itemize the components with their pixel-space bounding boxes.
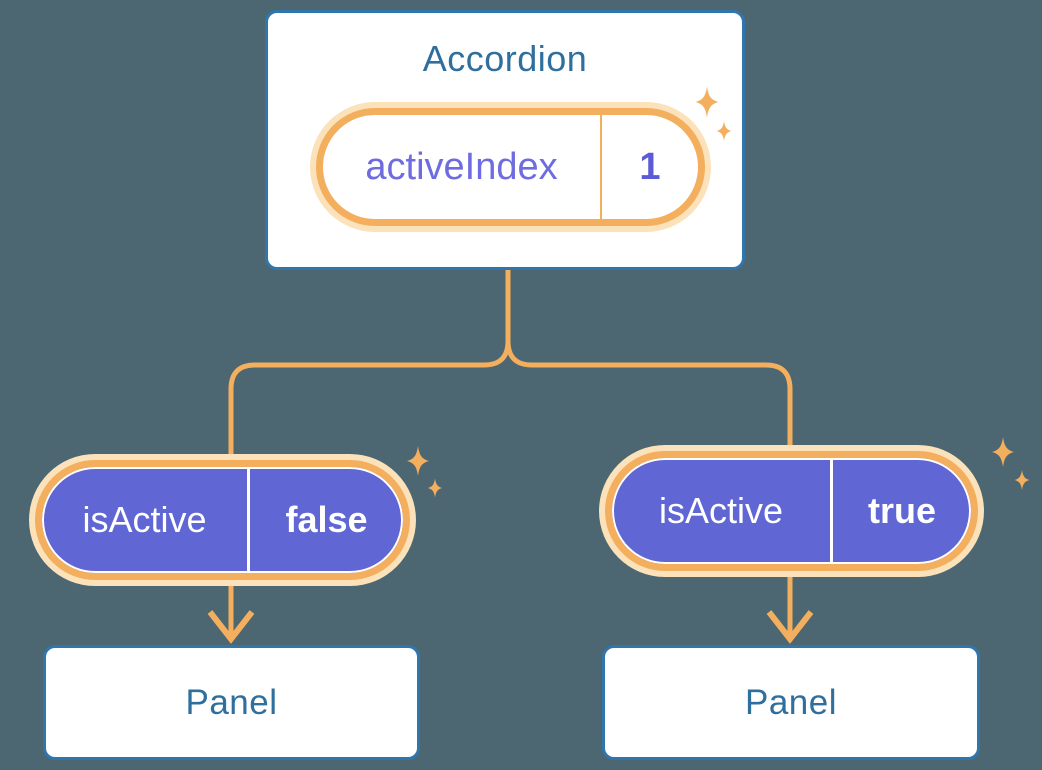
prop-value: true bbox=[867, 490, 936, 531]
connector-right-branch bbox=[505, 268, 793, 636]
sparkle-icon bbox=[695, 86, 719, 118]
pill-divider bbox=[247, 467, 250, 573]
accordion-title: Accordion bbox=[422, 38, 588, 79]
state-value: 1 bbox=[639, 145, 661, 188]
arrow-down-icon bbox=[207, 610, 255, 644]
sparkle-icon bbox=[1014, 470, 1030, 490]
state-pill: activeIndex 1 bbox=[316, 108, 705, 226]
prop-pill-isactive-left: isActive false bbox=[35, 460, 410, 580]
panel-component-card-left: Panel bbox=[43, 645, 420, 760]
prop-label: isActive bbox=[82, 499, 207, 540]
sparkle-icon bbox=[716, 121, 732, 141]
prop-value: false bbox=[285, 499, 368, 540]
sparkle-icon bbox=[407, 446, 429, 476]
panel-title: Panel bbox=[185, 682, 278, 722]
sparkle-icon bbox=[427, 478, 443, 498]
prop-label: isActive bbox=[658, 490, 784, 531]
state-label: activeIndex bbox=[365, 145, 558, 188]
panel-title: Panel bbox=[744, 682, 838, 722]
accordion-component-card: Accordion activeIndex 1 bbox=[265, 10, 745, 270]
arrow-down-icon bbox=[766, 610, 814, 644]
pill-divider bbox=[600, 115, 602, 219]
prop-pill-isactive-right: isActive true bbox=[605, 451, 978, 571]
sparkle-icon bbox=[992, 437, 1014, 467]
pill-divider bbox=[830, 458, 833, 564]
panel-component-card-right: Panel bbox=[602, 645, 980, 760]
